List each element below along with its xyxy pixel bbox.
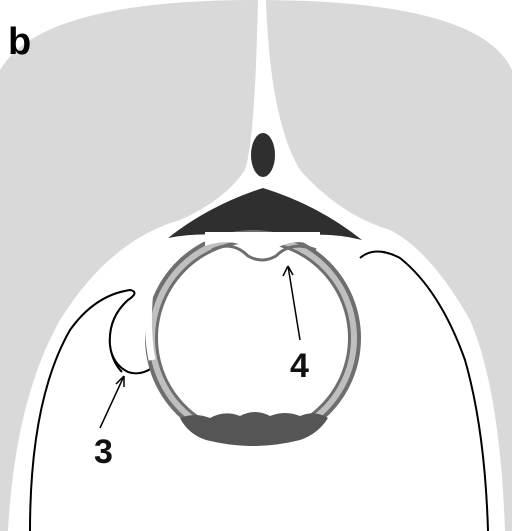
ring-left-gap [148, 290, 152, 360]
callout-label-3: 3 [94, 433, 113, 471]
circle-interior [158, 243, 348, 433]
dark-oval [251, 133, 275, 177]
callout-label-4: 4 [290, 347, 309, 385]
panel-letter: b [8, 21, 31, 63]
